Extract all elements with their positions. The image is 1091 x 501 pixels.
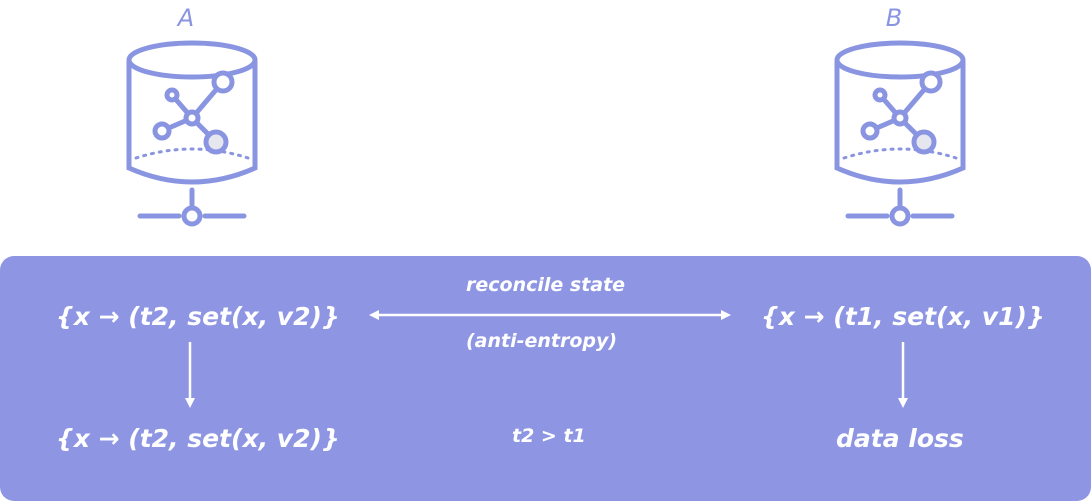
database-node-a: A xyxy=(106,0,266,235)
left-state-text: {x → (t2, set(x, v2)} xyxy=(56,302,340,331)
database-node-b: B xyxy=(814,0,974,235)
node-label-a: A xyxy=(177,4,195,32)
edge-label-bottom: (anti-entropy) xyxy=(466,330,618,352)
state-panel xyxy=(0,256,1091,501)
node-label-b: B xyxy=(885,4,903,32)
right-state-text: {x → (t1, set(x, v1)} xyxy=(761,302,1045,331)
right-result-text: data loss xyxy=(836,424,964,453)
database-icon xyxy=(126,40,258,227)
database-icon xyxy=(834,40,966,227)
left-result-text: {x → (t2, set(x, v2)} xyxy=(56,424,340,453)
edge-label-top: reconcile state xyxy=(466,274,626,296)
comparison-text: t2 > t1 xyxy=(512,425,586,447)
